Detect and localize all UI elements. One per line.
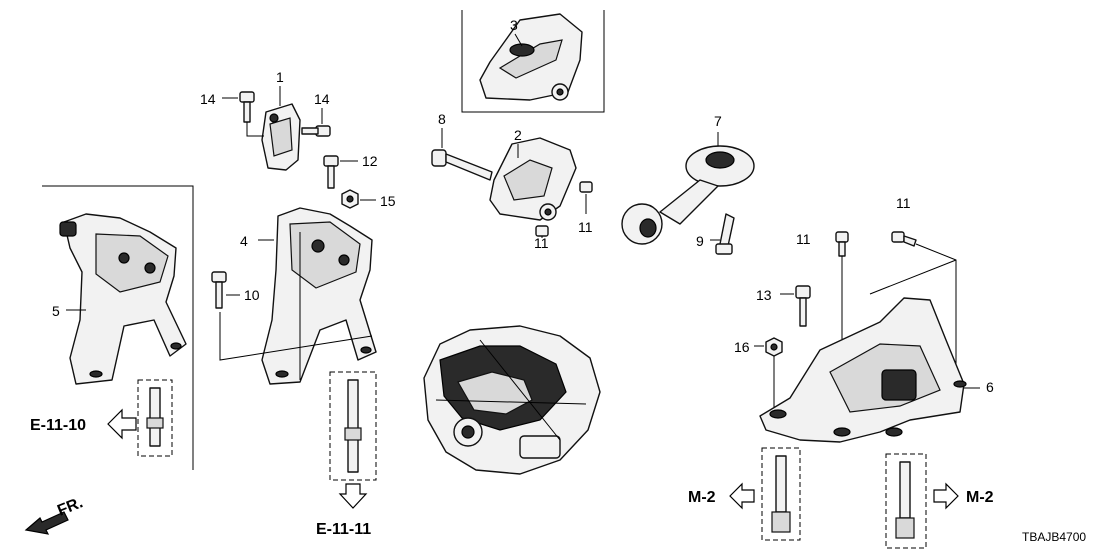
front-direction-label: FR.: [55, 494, 85, 519]
callout-5: 5: [52, 303, 60, 319]
callout-8: 8: [438, 111, 446, 127]
part-14-bolt-left: [222, 91, 264, 137]
diagram-code: TBAJB4700: [1022, 530, 1086, 544]
part-11-bolt-a: [579, 181, 593, 214]
part-15-nut: [341, 189, 376, 209]
ref-e-11-10: E-11-10: [30, 417, 86, 434]
part-9-bolt: [710, 213, 735, 255]
callout-14-a: 14: [200, 91, 216, 107]
callout-9: 9: [696, 233, 704, 249]
part-4-mount-bracket: [219, 207, 377, 385]
ref-m-2-right: M-2: [966, 489, 994, 506]
callout-11-a: 11: [578, 219, 593, 235]
part-11-bolt-d: [869, 231, 957, 380]
callout-14-b: 14: [314, 91, 330, 107]
callout-16: 16: [734, 339, 750, 355]
stud-box-right-a: [761, 447, 801, 541]
arrow-left-m-2: [729, 482, 755, 510]
stud-box-center: [329, 371, 377, 481]
part-13-bolt: [780, 285, 811, 327]
part-6-mount-bracket: [759, 297, 980, 443]
part-3-frame: [461, 10, 605, 113]
arrow-right-m-2: [933, 482, 959, 510]
callout-2: 2: [514, 127, 522, 143]
part-12-bolt: [323, 155, 358, 189]
callout-6: 6: [986, 379, 994, 395]
engine-assembly: [423, 325, 601, 475]
ref-e-11-11: E-11-11: [316, 521, 371, 538]
left-frame: [42, 185, 194, 470]
part-2-bracket: [489, 137, 577, 221]
part-8-bolt: [431, 128, 493, 181]
callout-12: 12: [362, 153, 378, 169]
stud-box-left: [137, 379, 173, 457]
arrow-down-e-11-11: [338, 483, 368, 509]
callout-10: 10: [244, 287, 260, 303]
callout-13: 13: [756, 287, 772, 303]
callout-7: 7: [714, 113, 722, 129]
arrow-left-e-11-10: [107, 408, 137, 440]
callout-11-b: 11: [534, 235, 549, 251]
part-16-nut: [754, 337, 783, 410]
callout-1: 1: [276, 69, 284, 85]
part-1-stopper: [261, 86, 301, 171]
part-11-bolt-b: [535, 225, 549, 238]
part-14-bolt-right: [301, 108, 331, 137]
callout-11-c: 11: [796, 231, 811, 247]
callout-3: 3: [510, 17, 518, 33]
ref-m-2-left: M-2: [688, 489, 716, 506]
callout-15: 15: [380, 193, 396, 209]
part-7-torque-rod: [621, 132, 755, 245]
front-direction-arrow: [24, 511, 69, 535]
callout-11-d: 11: [896, 195, 911, 211]
callout-4: 4: [240, 233, 248, 249]
part-10-bolt: [211, 271, 240, 309]
part-3-bracket: [479, 13, 583, 101]
part-5-mount: [59, 213, 187, 385]
stud-box-right-b: [885, 453, 927, 549]
